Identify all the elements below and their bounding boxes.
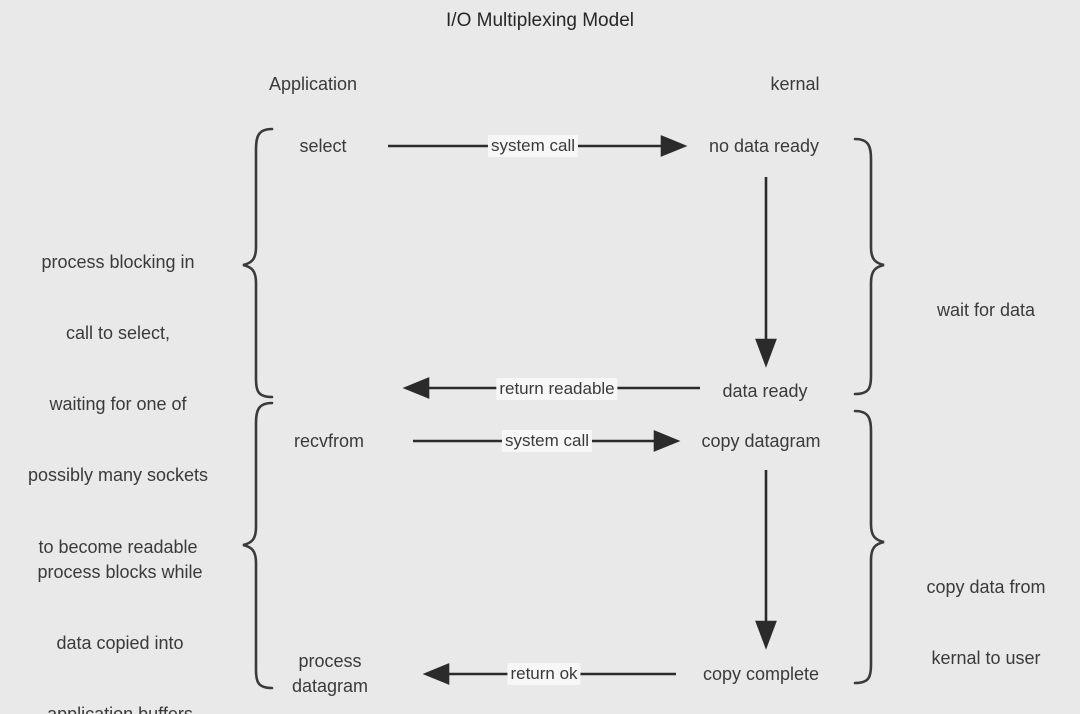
- node-data-ready: data ready: [722, 381, 808, 401]
- brace-left-top: [242, 127, 274, 399]
- arrow-head-system-call-2: [653, 430, 681, 452]
- column-header-kernal: kernal: [770, 74, 820, 94]
- edge-label-return-ok: return ok: [507, 663, 581, 685]
- edge-label-system-call-1: system call: [487, 135, 579, 157]
- annotation-left-top-line-3: waiting for one of: [49, 394, 187, 414]
- node-process-datagram-line1: process: [298, 651, 362, 671]
- column-header-application: Application: [268, 74, 358, 94]
- annotation-left-bottom-line-2: data copied into: [56, 632, 184, 653]
- annotation-left-top-line-5: to become readable: [38, 536, 198, 557]
- annotation-right-top: wait for data: [937, 251, 1035, 370]
- arrow-head-return-readable: [402, 377, 430, 399]
- node-recvfrom: recvfrom: [293, 431, 365, 451]
- annotation-left-bottom-line-1: process blocks while: [37, 561, 203, 582]
- annotation-left-bottom: process blocks while data copied into ap…: [37, 513, 202, 714]
- annotation-left-top-line-2: call to select,: [65, 322, 171, 343]
- arrow-head-kernel-wait: [755, 338, 777, 368]
- node-process-datagram-line2: datagram: [291, 676, 369, 696]
- annotation-left-top-line-4: possibly many sockets: [27, 465, 209, 486]
- annotation-right-top-line-1: wait for data: [936, 299, 1036, 320]
- annotation-left-top-line-1: process blocking in: [41, 251, 195, 272]
- arrow-head-return-ok: [422, 663, 450, 685]
- brace-right-bottom: [853, 409, 885, 685]
- page-title: I/O Multiplexing Model: [446, 10, 634, 31]
- brace-left-bottom: [242, 401, 274, 690]
- node-select: select: [299, 136, 347, 156]
- annotation-left-top: process blocking in call to select, wait…: [28, 203, 208, 607]
- node-copy-complete: copy complete: [702, 664, 820, 684]
- annotation-left-bottom-line-3: application buffers: [47, 704, 193, 714]
- annotation-right-bottom: copy data from kernal to user: [926, 528, 1045, 714]
- annotation-right-bottom-line-1: copy data from: [926, 576, 1046, 597]
- brace-right-top: [853, 137, 885, 396]
- edge-label-system-call-2: system call: [501, 430, 593, 452]
- edge-label-return-readable: return readable: [496, 378, 618, 400]
- annotation-right-bottom-line-2: kernal to user: [931, 647, 1041, 668]
- arrow-head-system-call-1: [660, 135, 688, 157]
- arrow-head-kernel-copy: [755, 620, 777, 650]
- node-copy-datagram: copy datagram: [701, 431, 821, 451]
- node-no-data-ready: no data ready: [708, 136, 820, 156]
